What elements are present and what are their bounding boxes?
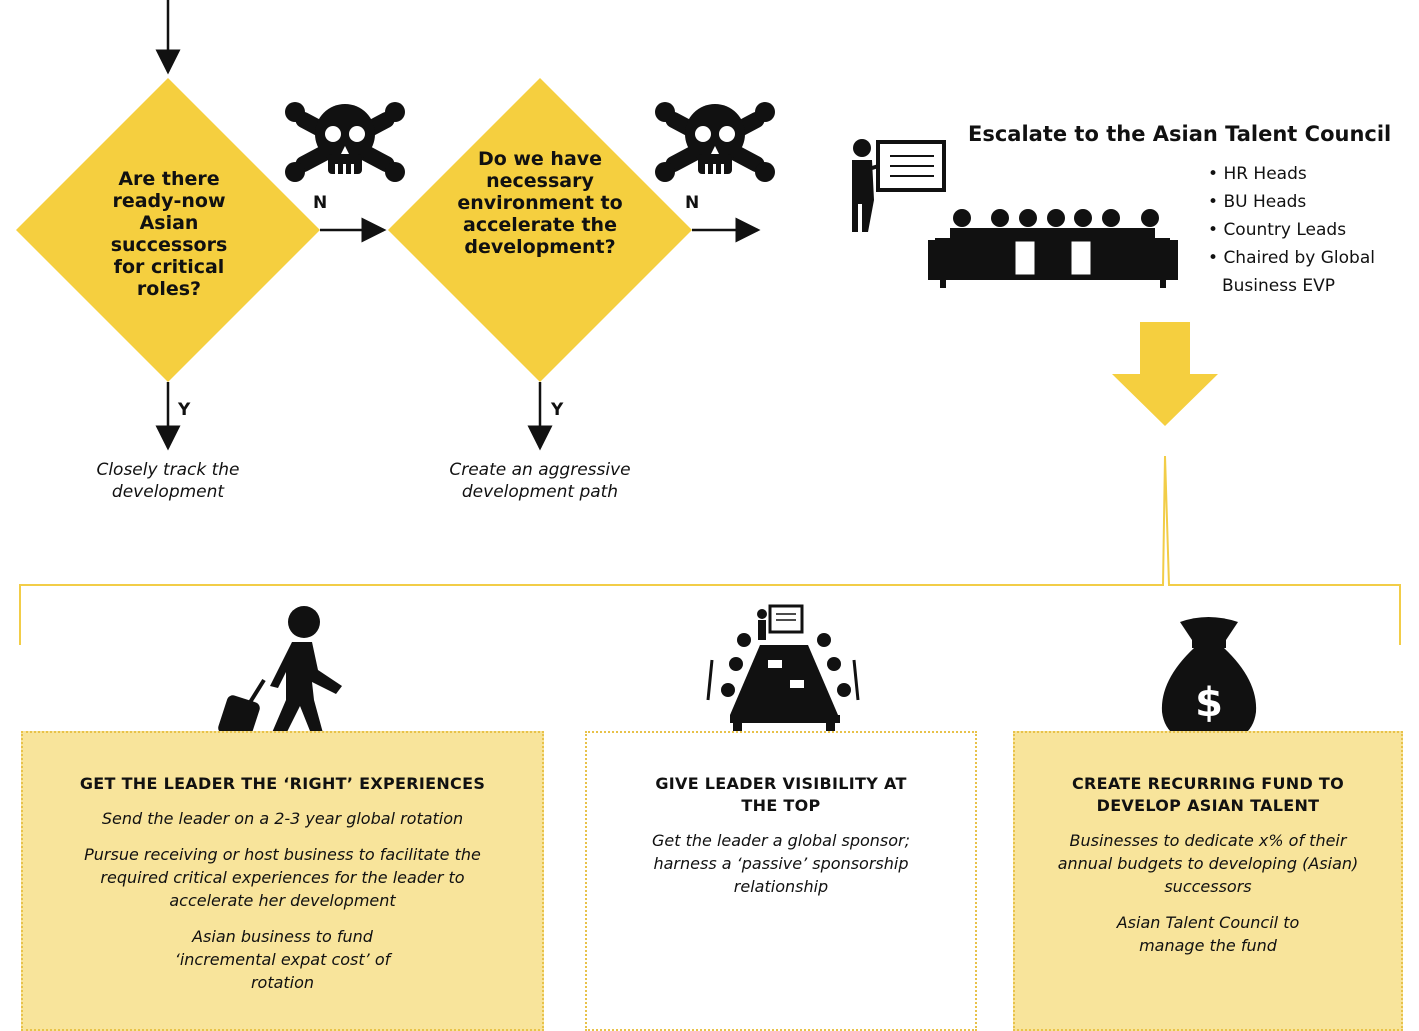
decision-1-yes-label: Y [178, 400, 191, 420]
decision-1-question: Are there ready-now Asian successors for… [110, 168, 228, 300]
escalation-down-arrow [1112, 322, 1218, 426]
decision-2-yes-outcome: Create an aggressive development path [449, 460, 631, 502]
council-member-continuation: Business EVP [1222, 276, 1335, 296]
action-box-experiences: GET THE LEADER THE ‘RIGHT’ EXPERIENCES S… [21, 731, 544, 1031]
presenter-meeting-icon [852, 139, 1178, 288]
action-point: Pursue receiving or host business to fac… [84, 845, 481, 910]
council-member: BU Heads [1208, 188, 1375, 216]
action-title: GIVE LEADER VISIBILITY AT THE TOP [655, 774, 907, 815]
action-title: GET THE LEADER THE ‘RIGHT’ EXPERIENCES [79, 774, 486, 793]
council-member: HR Heads [1208, 160, 1375, 188]
decision-2-yes-label: Y [551, 400, 564, 420]
boardroom-meeting-icon [706, 604, 860, 755]
skull-crossbones-icon [285, 102, 405, 182]
action-point: Businesses to dedicate x% of their annua… [1057, 831, 1359, 896]
decision-1-no-label: N [313, 193, 328, 213]
outcome-bracket [19, 455, 1401, 645]
decision-2-no-label: N [685, 193, 700, 213]
decision-2-question: Do we have necessary environment to acce… [457, 148, 623, 258]
action-box-visibility: GIVE LEADER VISIBILITY AT THE TOP Get th… [585, 731, 977, 1031]
decision-diamond-2 [388, 78, 692, 382]
skull-crossbones-icon [655, 102, 775, 182]
action-title: CREATE RECURRING FUND TO DEVELOP ASIAN T… [1071, 774, 1345, 815]
council-title: Escalate to the Asian Talent Council [968, 122, 1392, 146]
traveler-luggage-icon [218, 606, 342, 752]
svg-text:$: $ [1195, 680, 1223, 726]
action-point: Send the leader on a 2-3 year global rot… [101, 809, 464, 828]
decision-1-yes-outcome: Closely track the development [96, 460, 240, 502]
action-box-fund: CREATE RECURRING FUND TO DEVELOP ASIAN T… [1013, 731, 1403, 1031]
action-point: Asian business to fund ‘incremental expa… [174, 927, 391, 992]
money-bag-icon: $ [1161, 617, 1257, 744]
council-members-list: HR Heads BU Heads Country Leads Chaired … [1208, 160, 1375, 300]
action-point: Get the leader a global sponsor; harness… [652, 831, 910, 896]
action-point: Asian Talent Council to manage the fund [1116, 913, 1300, 955]
council-member: Country Leads [1208, 216, 1375, 244]
decision-diamond-1 [16, 78, 320, 382]
council-member: Chaired by Global [1208, 244, 1375, 272]
